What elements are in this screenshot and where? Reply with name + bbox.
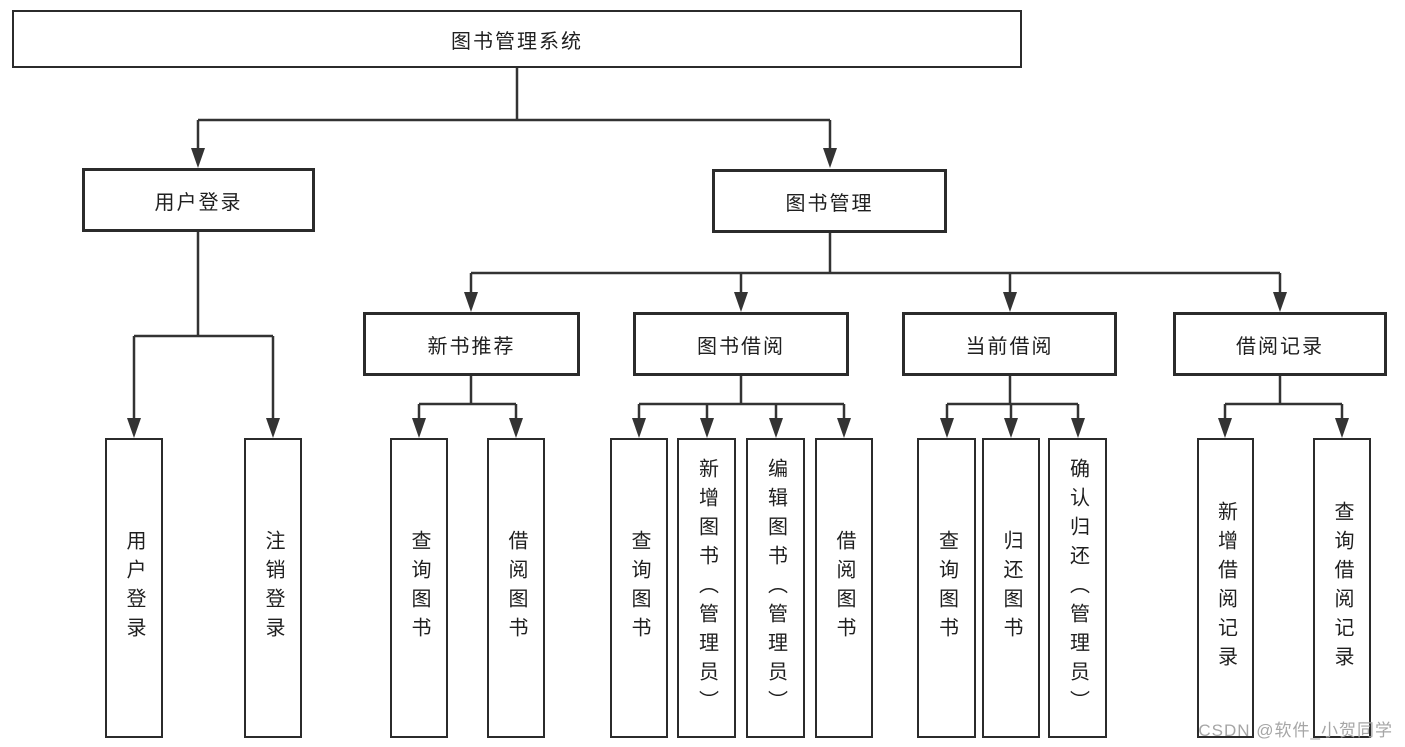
node-book-management: 图书管理 xyxy=(712,169,947,233)
node-library-system: 图书管理系统 xyxy=(12,10,1022,68)
leaf-add-book-admin: 新增图书（管理员） xyxy=(677,438,736,738)
leaf-return-book: 归还图书 xyxy=(982,438,1040,738)
node-new-book-recommend-label: 新书推荐 xyxy=(427,335,516,358)
leaf-add-borrow-record: 新增借阅记录 xyxy=(1197,438,1254,738)
leaf-query-books-recommend: 查询图书 xyxy=(390,438,448,738)
node-user-login: 用户登录 xyxy=(82,168,315,232)
leaf-add-borrow-record-label: 新增借阅记录 xyxy=(1214,501,1237,675)
node-user-login-label: 用户登录 xyxy=(154,191,243,214)
leaf-query-books-borrowing-label: 查询图书 xyxy=(628,530,650,646)
csdn-watermark: CSDN @软件_小贺同学 xyxy=(1198,721,1393,740)
leaf-user-login: 用户登录 xyxy=(105,438,163,738)
leaf-query-books-recommend-label: 查询图书 xyxy=(408,530,430,646)
leaf-query-borrow-record: 查询借阅记录 xyxy=(1313,438,1371,738)
node-new-book-recommend: 新书推荐 xyxy=(363,312,580,376)
leaf-query-books-current: 查询图书 xyxy=(917,438,976,738)
node-current-borrowing: 当前借阅 xyxy=(902,312,1117,376)
node-book-management-label: 图书管理 xyxy=(785,192,874,215)
leaf-logout: 注销登录 xyxy=(244,438,302,738)
leaf-query-borrow-record-label: 查询借阅记录 xyxy=(1331,501,1353,675)
node-library-system-label: 图书管理系统 xyxy=(451,30,583,53)
leaf-confirm-return-admin: 确认归还（管理员） xyxy=(1048,438,1107,738)
leaf-add-book-admin-label: 新增图书（管理员） xyxy=(695,457,718,719)
node-current-borrowing-label: 当前借阅 xyxy=(965,335,1054,358)
leaf-edit-book-admin: 编辑图书（管理员） xyxy=(746,438,805,738)
node-borrow-records-label: 借阅记录 xyxy=(1236,335,1324,358)
leaf-query-books-borrowing: 查询图书 xyxy=(610,438,668,738)
leaf-borrow-books-borrowing-label: 借阅图书 xyxy=(833,530,855,646)
leaf-return-book-label: 归还图书 xyxy=(1000,530,1022,646)
node-book-borrowing: 图书借阅 xyxy=(633,312,849,376)
leaf-edit-book-admin-label: 编辑图书（管理员） xyxy=(764,457,787,719)
leaf-logout-label: 注销登录 xyxy=(262,530,284,646)
leaf-confirm-return-admin-label: 确认归还（管理员） xyxy=(1066,457,1089,719)
node-book-borrowing-label: 图书借阅 xyxy=(697,335,785,358)
leaf-query-books-current-label: 查询图书 xyxy=(935,530,958,646)
node-borrow-records: 借阅记录 xyxy=(1173,312,1387,376)
leaf-user-login-label: 用户登录 xyxy=(123,530,145,646)
leaf-borrow-books-recommend: 借阅图书 xyxy=(487,438,545,738)
leaf-borrow-books-borrowing: 借阅图书 xyxy=(815,438,873,738)
leaf-borrow-books-recommend-label: 借阅图书 xyxy=(505,530,527,646)
